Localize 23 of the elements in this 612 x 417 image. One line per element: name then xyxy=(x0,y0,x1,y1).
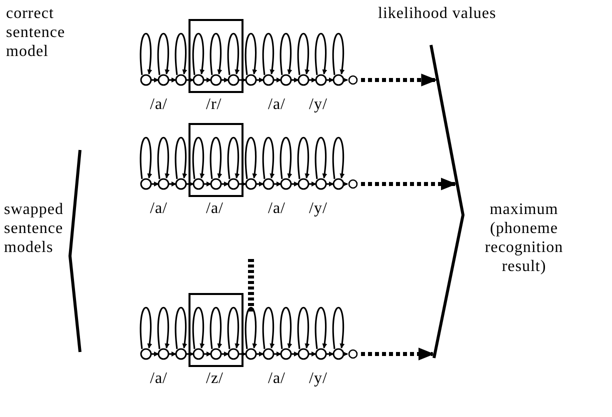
phoneme-label: /a/ xyxy=(268,95,286,114)
arrow xyxy=(361,348,434,360)
hmm-chain-drawing xyxy=(140,293,358,367)
caption-text: correct sentence model xyxy=(6,4,66,61)
caption-text: swapped sentence models xyxy=(4,200,64,257)
arrow xyxy=(361,74,438,86)
phoneme-label: /a/ xyxy=(206,199,224,218)
phoneme-label: /z/ xyxy=(206,369,224,388)
hmm-chain-drawing xyxy=(140,123,358,197)
phoneme-label: /a/ xyxy=(268,199,286,218)
phoneme-label: /a/ xyxy=(150,95,168,114)
phoneme-label: /y/ xyxy=(309,95,328,114)
phoneme-label: /a/ xyxy=(150,199,168,218)
caption-text: likelihood values xyxy=(378,4,498,23)
phoneme-label: /a/ xyxy=(150,369,168,388)
bracket xyxy=(430,44,465,358)
phoneme-label: /r/ xyxy=(206,95,222,114)
hmm-chain-drawing xyxy=(140,19,358,93)
phoneme-label: /y/ xyxy=(309,199,328,218)
phoneme-label: /a/ xyxy=(268,369,286,388)
phoneme-label: /y/ xyxy=(309,369,328,388)
result-note: maximum (phoneme recognition result) xyxy=(484,200,564,276)
arrow xyxy=(361,178,457,190)
